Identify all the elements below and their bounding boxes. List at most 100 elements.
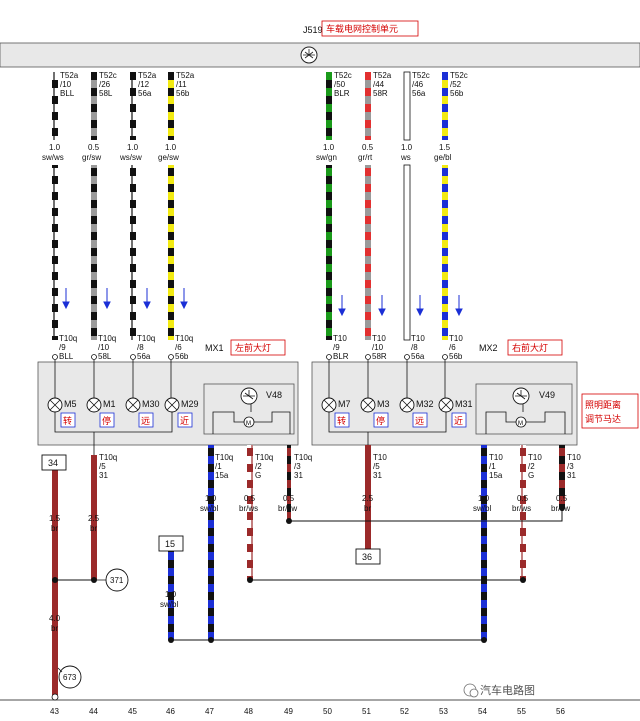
ruler-50: 50	[323, 707, 332, 716]
wire-56b-right	[442, 165, 448, 340]
motor-note-line1: 照明距离	[585, 399, 621, 411]
w48-gauge: 0.5	[244, 494, 256, 503]
wire-1-code: BLL	[60, 89, 75, 98]
wire-2-code: 58L	[99, 89, 113, 98]
wire-8-num: /52	[450, 80, 462, 89]
bulb-m31-icon	[438, 397, 454, 413]
w43-gauge: 1.5	[49, 514, 61, 523]
conn-r2-pin: T10	[372, 334, 386, 343]
bulb-m30-id: M30	[142, 399, 160, 409]
mx1-bulbs: M5 M1 M30 M29 转 停 远 近	[47, 360, 199, 455]
mx1-name: 左前大灯	[235, 342, 271, 354]
bc1-num: /5	[99, 462, 106, 471]
conn-l1-pin: T10q	[59, 334, 77, 343]
ruler-47: 47	[205, 707, 214, 716]
wire-label-1: T52a /10 BLL 1.0 sw/ws	[42, 71, 79, 162]
wire-47	[208, 445, 214, 640]
mx2-name-frame	[507, 339, 563, 356]
conn-r2-code: 58R	[372, 352, 387, 361]
w46-color: sw/bl	[160, 600, 178, 609]
motor-note-line2: 调节马达	[585, 413, 621, 425]
wire-7-pin: T52c	[412, 71, 430, 80]
bulb-m32-id: M32	[416, 399, 434, 409]
pin-dot-3	[130, 354, 136, 360]
bc8-code: 31	[567, 471, 576, 480]
w48-color: br/ws	[239, 504, 258, 513]
node-55	[520, 577, 526, 583]
conn-r2-num: /10	[372, 343, 384, 352]
ruler-44: 44	[89, 707, 98, 716]
wire-55	[520, 445, 526, 580]
wire-4-num: /11	[176, 80, 187, 89]
wire-label-6: T52a /44 58R 0.5 gr/rt	[358, 71, 392, 162]
bc6-num: /1	[489, 462, 496, 471]
wire-56a-left-top	[130, 72, 136, 140]
func-frame-3	[138, 412, 154, 428]
wire-56a-right	[403, 164, 411, 341]
wire-8-pin: T52c	[450, 71, 468, 80]
bulb-m32-func: 远	[415, 416, 424, 427]
bulb-m5-icon	[47, 397, 63, 413]
conn-r4-pin: T10	[449, 334, 463, 343]
conn-l2-num: /10	[98, 343, 110, 352]
w49-gauge: 0.5	[283, 494, 295, 503]
wire-3-gauge: 1.0	[127, 143, 139, 152]
wire-bll	[52, 165, 58, 340]
wire-7-num: /46	[412, 80, 424, 89]
w54-color: sw/bl	[473, 504, 491, 513]
conn-l3-num: /8	[137, 343, 144, 352]
arrow-3-head-icon	[143, 301, 151, 310]
wire-6-color: gr/rt	[358, 153, 373, 162]
wire-1-num: /10	[60, 80, 72, 89]
bulb-m7-id: M7	[338, 399, 351, 409]
w56-color: br/sw	[551, 504, 570, 513]
wire-56b-left	[168, 165, 174, 340]
bulb-m7-func: 转	[337, 415, 346, 427]
w44-color: br	[90, 524, 97, 533]
wire-58r-top	[365, 72, 371, 140]
w51-gauge: 2.5	[362, 494, 374, 503]
w56-gauge: 0.5	[556, 494, 568, 503]
ref-circle-673-label: 673	[63, 673, 77, 682]
wire-bll-top	[52, 72, 58, 140]
wire-44	[91, 455, 97, 580]
wire-5-color: sw/gn	[316, 153, 337, 162]
conn-l1-code: BLL	[59, 352, 74, 361]
splice-br-sw	[289, 508, 563, 522]
ruler-52: 52	[400, 707, 409, 716]
conn-l4-num: /6	[175, 343, 182, 352]
bulb-m1-id: M1	[103, 399, 116, 409]
wire-label-2: T52c /26 58L 0.5 gr/sw	[82, 71, 117, 162]
wire-label-8: T52c /52 56b 1.5 ge/bl	[434, 71, 468, 162]
bulb-m29-id: M29	[181, 399, 199, 409]
mx2-label: MX2	[479, 343, 498, 353]
bc3-num: /2	[255, 462, 262, 471]
v49-label: V49	[539, 390, 555, 400]
bulb-m29-func: 近	[180, 415, 189, 427]
wire-6-gauge: 0.5	[362, 143, 374, 152]
w49-color: br/sw	[278, 504, 297, 513]
pin-dot-5	[326, 354, 332, 360]
wire-2-pin: T52c	[99, 71, 117, 80]
arrow-6-head-icon	[378, 308, 386, 317]
conn-r3-num: /8	[411, 343, 418, 352]
bc7-pin: T10	[528, 453, 542, 462]
pin-dot-7	[404, 354, 410, 360]
ref-circle-371-label: 371	[110, 576, 124, 585]
wire-2-color: gr/sw	[82, 153, 101, 162]
bc8-pin: T10	[567, 453, 581, 462]
wire-label-7: T52c /46 56a 1.0 ws	[400, 71, 430, 162]
ruler-43: 43	[50, 707, 59, 716]
module-name-frame	[321, 20, 419, 37]
wire-8-color: ge/bl	[434, 153, 452, 162]
arrow-2-head-icon	[103, 301, 111, 310]
wire-5-num: /50	[334, 80, 346, 89]
node-54	[481, 637, 487, 643]
w44-gauge: 2.5	[88, 514, 100, 523]
func-frame-5	[334, 412, 350, 428]
bulb-m31-func: 近	[454, 415, 463, 427]
bulb-m3-id: M3	[377, 399, 390, 409]
bulb-m30-func: 远	[141, 416, 150, 427]
mx1-label: MX1	[205, 343, 224, 353]
